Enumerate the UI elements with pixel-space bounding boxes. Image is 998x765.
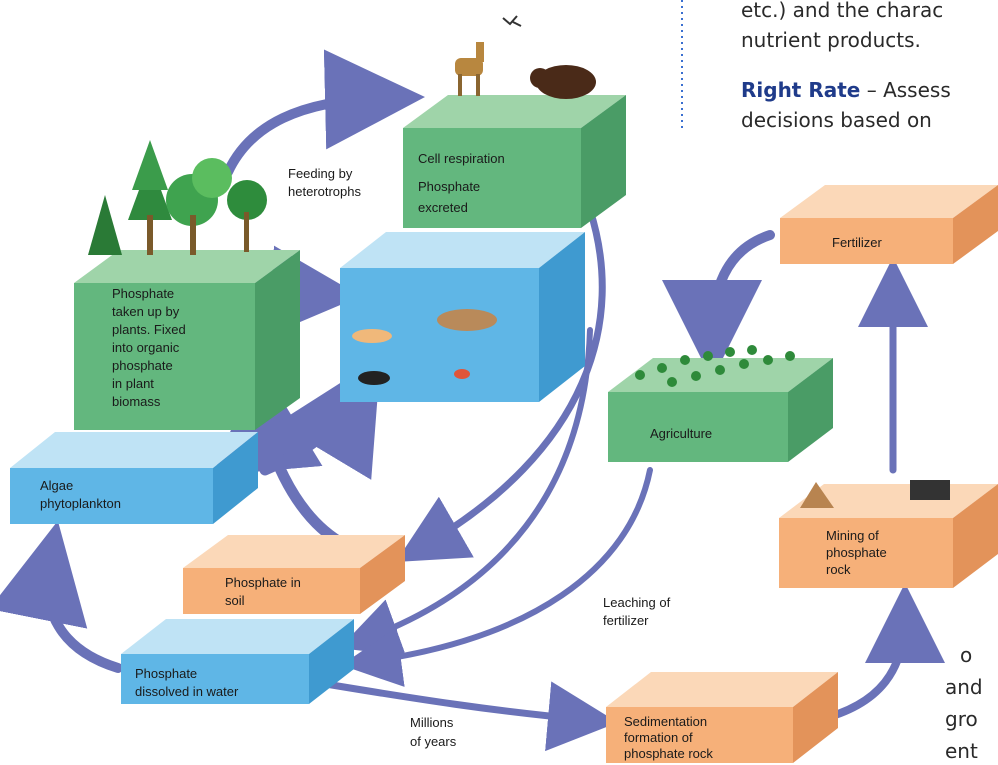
- doc-fragment-2: and: [945, 675, 983, 699]
- arrow-runoff-to-dissolved: [339, 327, 593, 656]
- label-algae: Algae phytoplankton: [40, 478, 121, 511]
- arrow-millions-of-years: [286, 674, 618, 752]
- crab-icon: [454, 369, 470, 379]
- rock-pile-icon: [800, 482, 834, 508]
- crops-icon: [635, 345, 795, 387]
- box-water-organisms: [340, 232, 585, 402]
- bear-icon: [530, 65, 596, 99]
- doc-fragment-4: ent: [945, 739, 978, 763]
- box-algae: [10, 432, 258, 524]
- box-dissolved-water: [121, 619, 354, 704]
- doc-line-4: decisions based on: [741, 108, 932, 132]
- right-rate-text: – Assess: [860, 78, 951, 102]
- arrow-feeding: [223, 49, 425, 177]
- doc-line-1: etc.) and the charac: [741, 0, 944, 22]
- label-fertilizer: Fertilizer: [832, 235, 883, 250]
- label-leaching: Leaching of fertilizer: [603, 595, 674, 628]
- label-plants: Phosphate taken up by plants. Fixed into…: [112, 286, 189, 409]
- label-feeding: Feeding by heterotrophs: [288, 166, 361, 199]
- box-mining: [779, 480, 998, 588]
- doc-fragment-1: o: [960, 643, 973, 667]
- label-mining: Mining of phosphate rock: [826, 528, 890, 577]
- doc-fragment-3: gro: [945, 707, 978, 731]
- box-soil: [183, 535, 405, 614]
- fish-icon: [352, 329, 392, 343]
- label-agriculture: Agriculture: [650, 426, 712, 441]
- box-plants: [74, 250, 300, 430]
- arrow-soil-to-water: [259, 357, 381, 480]
- trees-icon: [88, 140, 267, 255]
- arrow-dissolved-to-algae: [0, 520, 123, 673]
- box-sedimentation: [606, 672, 838, 763]
- right-rate-heading: Right Rate: [741, 78, 861, 102]
- trout-icon: [437, 309, 497, 331]
- deer-icon: [455, 42, 484, 96]
- box-cell-respiration: [403, 95, 626, 228]
- bird-icon: [502, 15, 522, 27]
- label-millions-of-years: Millions of years: [410, 715, 457, 749]
- doc-line-2: nutrient products.: [741, 28, 921, 52]
- arrow-excretion-down: [395, 206, 606, 562]
- excavator-icon: [910, 480, 950, 500]
- arrow-fertilizer-to-agriculture: [662, 230, 775, 380]
- label-soil: Phosphate in soil: [225, 575, 305, 608]
- label-heterotroph: Cell respiration Phosphate excreted: [418, 151, 508, 215]
- label-dissolved-water: Phosphate dissolved in water: [135, 666, 239, 699]
- doc-right-rate: Right Rate – Assess: [741, 76, 951, 104]
- label-sedimentation: Sedimentation formation of phosphate roc…: [624, 714, 713, 761]
- stone-icon: [358, 371, 390, 385]
- box-agriculture: [608, 358, 833, 462]
- box-fertilizer: [780, 185, 998, 264]
- arrow-leaching: [341, 467, 653, 687]
